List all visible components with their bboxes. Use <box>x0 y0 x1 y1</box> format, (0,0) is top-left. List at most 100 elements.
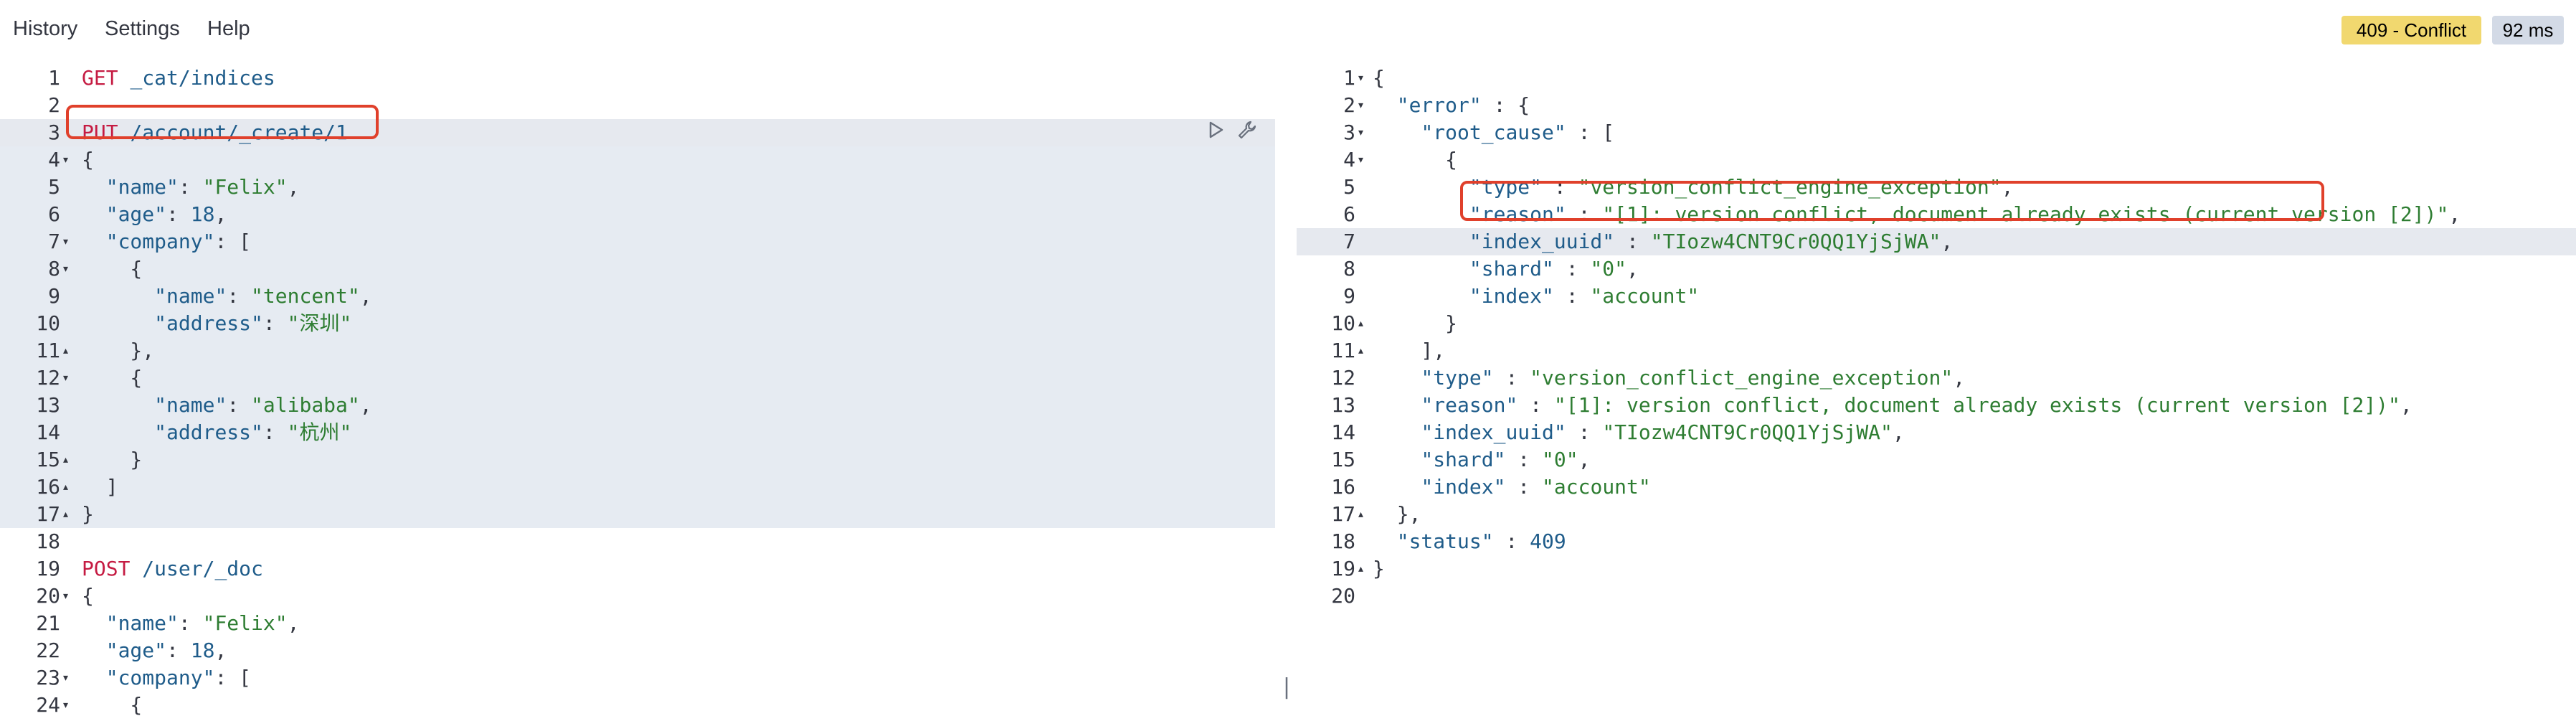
fold-collapse-icon[interactable]: ▾ <box>1358 72 1364 84</box>
code-line[interactable]: 19▴} <box>1297 555 2576 583</box>
code-line[interactable]: 12 "type" : "version_conflict_engine_exc… <box>1297 364 2576 392</box>
code-line[interactable]: 2 <box>0 92 1275 119</box>
code-line[interactable]: 7▾ "company": [ <box>0 228 1275 255</box>
fold-collapse-icon[interactable]: ▾ <box>63 154 69 166</box>
wrench-icon[interactable] <box>1236 119 1258 141</box>
code-text: } <box>1373 311 1458 335</box>
line-number: 9 <box>1343 284 1355 308</box>
code-line[interactable]: 7 "index_uuid" : "TIozw4CNT9Cr0QQ1YjSjWA… <box>1297 228 2576 255</box>
code-line[interactable]: 9 "name": "tencent", <box>0 283 1275 310</box>
line-number: 22 <box>36 639 60 662</box>
code-line[interactable]: 20▾{ <box>0 583 1275 610</box>
code-text: { <box>1373 66 1385 90</box>
line-number: 17 <box>1331 502 1355 526</box>
fold-expand-icon[interactable]: ▴ <box>63 509 69 520</box>
code-line[interactable]: 14 "address": "杭州" <box>0 419 1275 446</box>
status-code-badge: 409 - Conflict <box>2341 16 2481 44</box>
line-number: 11 <box>36 339 60 362</box>
code-line[interactable]: 22 "age": 18, <box>0 637 1275 664</box>
code-line[interactable]: 14 "index_uuid" : "TIozw4CNT9Cr0QQ1YjSjW… <box>1297 419 2576 446</box>
line-number: 4 <box>48 148 60 171</box>
code-line[interactable]: 17▴ }, <box>1297 501 2576 528</box>
code-line[interactable]: 16▴ ] <box>0 474 1275 501</box>
console-toolbar: History Settings Help 409 - Conflict 92 … <box>0 0 2576 59</box>
fold-expand-icon[interactable]: ▴ <box>1358 345 1364 357</box>
code-line[interactable]: 2▾ "error" : { <box>1297 92 2576 119</box>
code-text: "type" : "version_conflict_engine_except… <box>1421 366 1966 390</box>
code-line[interactable]: 20 <box>1297 583 2576 610</box>
code-line[interactable]: 18 "status" : 409 <box>1297 528 2576 555</box>
help-menu[interactable]: Help <box>207 17 250 40</box>
code-line[interactable]: 8 "shard" : "0", <box>1297 255 2576 283</box>
line-number: 17 <box>36 502 60 526</box>
code-line[interactable]: 8▾ { <box>0 255 1275 283</box>
code-text: ] <box>82 475 118 499</box>
code-line[interactable]: 11▴ ], <box>1297 337 2576 364</box>
line-number: 21 <box>36 611 60 635</box>
code-line[interactable]: 5 "name": "Felix", <box>0 174 1275 201</box>
code-text: { <box>82 693 143 716</box>
code-line[interactable]: 16 "index" : "account" <box>1297 474 2576 501</box>
code-text: }, <box>1373 502 1421 526</box>
line-number: 16 <box>36 475 60 499</box>
fold-collapse-icon[interactable]: ▾ <box>1358 100 1364 111</box>
fold-collapse-icon[interactable]: ▾ <box>63 263 69 275</box>
code-line[interactable]: 15▴ } <box>0 446 1275 474</box>
request-time-badge: 92 ms <box>2492 16 2564 44</box>
code-line[interactable]: 13 "name": "alibaba", <box>0 392 1275 419</box>
fold-collapse-icon[interactable]: ▾ <box>63 672 69 684</box>
fold-collapse-icon[interactable]: ▾ <box>63 590 69 602</box>
code-line[interactable]: 23▾ "company": [ <box>0 664 1275 692</box>
fold-expand-icon[interactable]: ▴ <box>1358 509 1364 520</box>
line-number: 10 <box>1331 311 1355 335</box>
code-line[interactable]: 4▾ { <box>1297 146 2576 174</box>
fold-expand-icon[interactable]: ▴ <box>1358 563 1364 575</box>
fold-expand-icon[interactable]: ▴ <box>63 345 69 357</box>
code-line[interactable]: 24▾ { <box>0 692 1275 716</box>
fold-expand-icon[interactable]: ▴ <box>63 454 69 466</box>
line-number: 6 <box>48 202 60 226</box>
fold-collapse-icon[interactable]: ▾ <box>63 372 69 384</box>
fold-expand-icon[interactable]: ▴ <box>1358 318 1364 329</box>
code-line[interactable]: 12▾ { <box>0 364 1275 392</box>
code-line[interactable]: 11▴ }, <box>0 337 1275 364</box>
settings-menu[interactable]: Settings <box>105 17 180 40</box>
line-number: 12 <box>1331 366 1355 390</box>
code-text: { <box>82 366 143 390</box>
code-line[interactable]: 1▾{ <box>1297 65 2576 92</box>
line-number: 7 <box>48 230 60 253</box>
code-line[interactable]: 15 "shard" : "0", <box>1297 446 2576 474</box>
code-text: "company": [ <box>105 230 252 253</box>
code-text: } <box>82 448 143 471</box>
line-number: 14 <box>36 420 60 444</box>
fold-expand-icon[interactable]: ▴ <box>63 481 69 493</box>
line-number: 8 <box>1343 257 1355 281</box>
code-line[interactable]: 6 "age": 18, <box>0 201 1275 228</box>
fold-collapse-icon[interactable]: ▾ <box>63 699 69 711</box>
code-line[interactable]: 4▾ { <box>0 146 1275 174</box>
code-line[interactable]: 21 "name": "Felix", <box>0 610 1275 637</box>
history-menu[interactable]: History <box>13 17 78 40</box>
pane-divider[interactable] <box>1275 59 1297 716</box>
code-line[interactable]: 10 "address": "深圳" <box>0 310 1275 337</box>
line-number: 13 <box>36 393 60 417</box>
fold-collapse-icon[interactable]: ▾ <box>63 236 69 248</box>
code-line[interactable]: 6 "reason" : "[1]: version conflict, doc… <box>1297 201 2576 228</box>
code-line[interactable]: 17▴} <box>0 501 1275 528</box>
code-line[interactable]: 5 "type" : "version_conflict_engine_exce… <box>1297 174 2576 201</box>
fold-collapse-icon[interactable]: ▾ <box>1358 154 1364 166</box>
play-icon[interactable] <box>1205 119 1226 141</box>
code-text: { <box>82 148 94 171</box>
line-number: 11 <box>1331 339 1355 362</box>
code-line[interactable]: 10▴ } <box>1297 310 2576 337</box>
code-line[interactable]: 13 "reason" : "[1]: version conflict, do… <box>1297 392 2576 419</box>
code-line[interactable]: 3▾ "root_cause" : [ <box>1297 119 2576 146</box>
fold-collapse-icon[interactable]: ▾ <box>1358 127 1364 138</box>
code-text: "reason" : "[1]: version conflict, docum… <box>1469 202 2461 226</box>
code-line[interactable]: 18 <box>0 528 1275 555</box>
code-line[interactable]: 9 "index" : "account" <box>1297 283 2576 310</box>
